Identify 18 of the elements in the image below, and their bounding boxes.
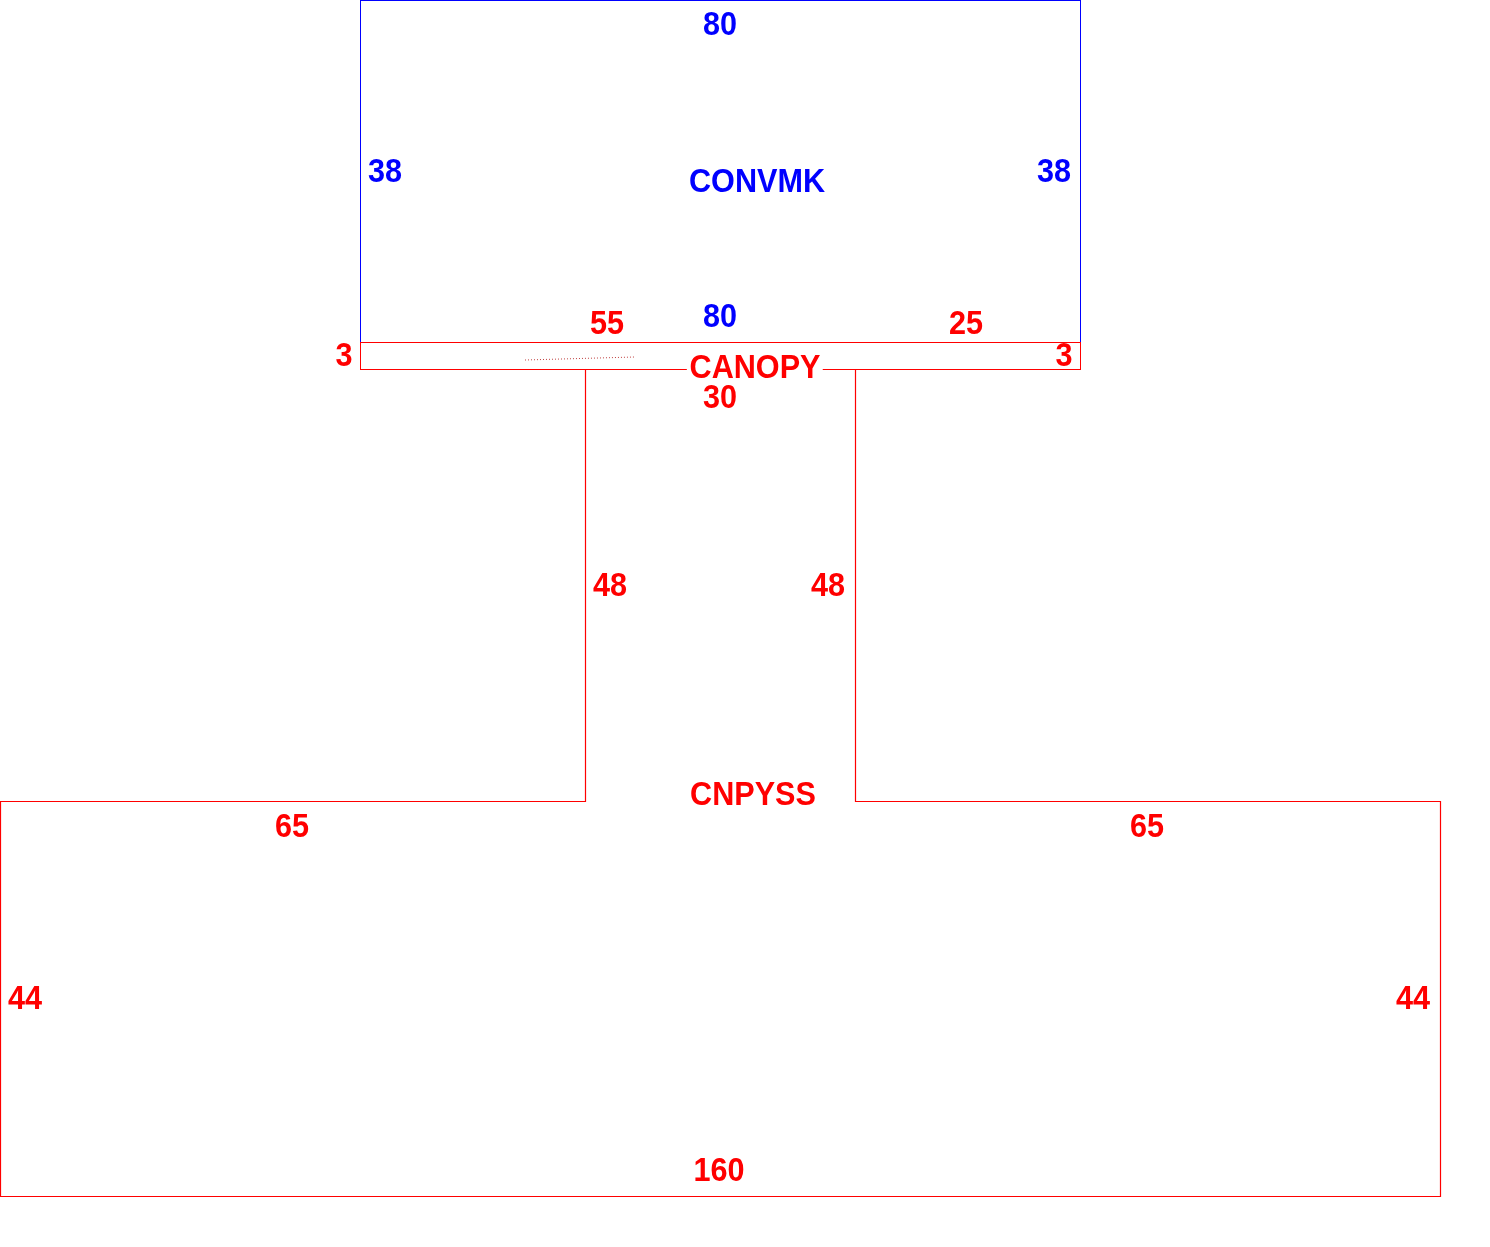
dimension-label: 65 [1130, 807, 1164, 843]
dimension-label: 48 [811, 566, 845, 602]
dimension-label: 25 [949, 304, 983, 340]
dimension-label: 44 [8, 979, 42, 1015]
dimension-label: 38 [368, 152, 402, 188]
dimension-label: 3 [335, 336, 353, 372]
area-name: CNPYSS [690, 775, 816, 811]
dimension-label: 3 [1055, 336, 1073, 372]
dimension-label: 160 [693, 1151, 745, 1187]
building-outline [360, 0, 1081, 343]
area-name: CONVMK [689, 162, 825, 198]
dimension-label: 55 [590, 304, 624, 340]
dimension-label: 65 [275, 807, 309, 843]
dimension-label: 44 [1396, 979, 1430, 1015]
dimension-label: 80 [703, 297, 737, 333]
dimension-label: 80 [703, 5, 737, 41]
dimension-label: 38 [1037, 152, 1071, 188]
dimension-label: 48 [593, 566, 627, 602]
